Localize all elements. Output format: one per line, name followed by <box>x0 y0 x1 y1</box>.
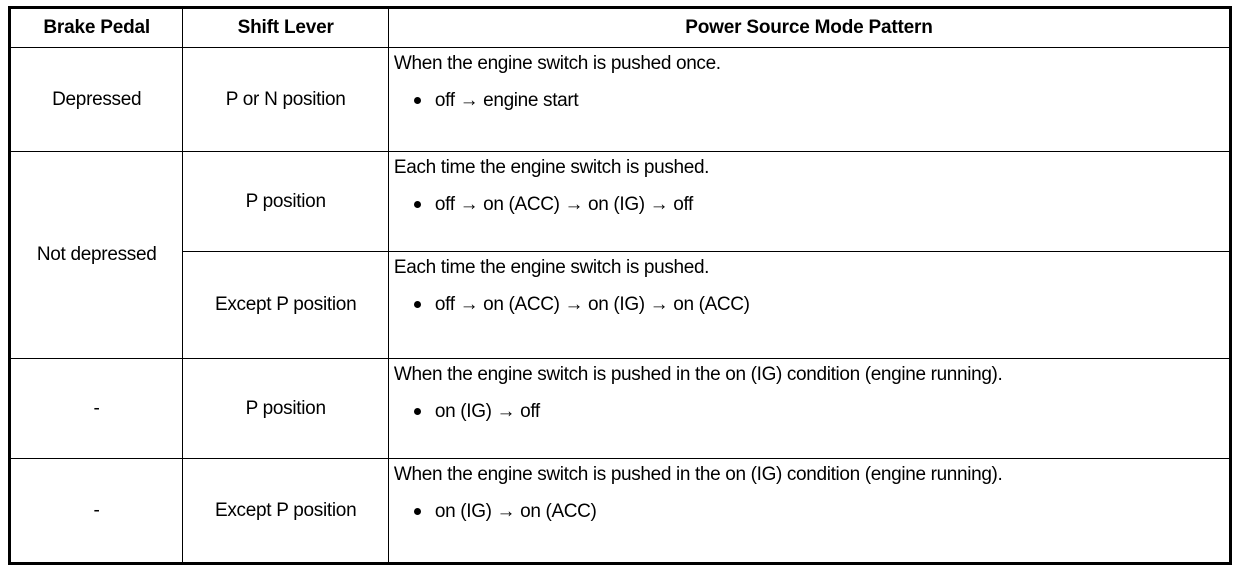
pattern-bullet-row-5: on (IG) → on (ACC) <box>394 501 1229 522</box>
cell-shift-lever-except-p-position-2: Except P position <box>182 458 389 564</box>
cell-brake-pedal-not-depressed: Not depressed <box>8 151 184 359</box>
pattern-description-3: Each time the engine switch is pushed. <box>393 257 710 278</box>
column-header-shift-lever: Shift Lever <box>182 7 389 48</box>
pattern-bullet-text-1: off → engine start <box>434 90 579 112</box>
pattern-bullet-text-3: off → on (ACC) → on (IG) → on (ACC) <box>434 294 750 316</box>
power-source-mode-table-container: Brake Pedal Shift Lever Power Source Mod… <box>8 6 1232 565</box>
column-header-power-source-mode-pattern: Power Source Mode Pattern <box>387 7 1232 48</box>
cell-shift-lever-p-position: P position <box>182 151 389 252</box>
pattern-bullet-row-4: on (IG) → off <box>394 401 1229 422</box>
pattern-description-2: Each time the engine switch is pushed. <box>393 157 710 178</box>
cell-pattern-1: When the engine switch is pushed once. o… <box>387 47 1232 152</box>
pattern-bullet-row-3: off → on (ACC) → on (IG) → on (ACC) <box>394 294 1229 315</box>
table-body: Depressed P or N position When the engin… <box>8 47 1232 564</box>
cell-shift-lever-p-or-n: P or N position <box>182 47 389 152</box>
bullet-icon <box>413 97 421 105</box>
cell-pattern-3: Each time the engine switch is pushed. o… <box>387 251 1232 359</box>
power-source-mode-table: Brake Pedal Shift Lever Power Source Mod… <box>8 6 1232 565</box>
cell-pattern-2: Each time the engine switch is pushed. o… <box>387 151 1232 252</box>
pattern-bullet-row-1: off → engine start <box>394 90 1229 111</box>
table-header-row: Brake Pedal Shift Lever Power Source Mod… <box>8 7 1232 48</box>
pattern-description-1: When the engine switch is pushed once. <box>393 53 721 74</box>
bullet-icon <box>413 301 421 309</box>
table-row: Depressed P or N position When the engin… <box>8 47 1232 152</box>
pattern-description-4: When the engine switch is pushed in the … <box>393 364 1003 385</box>
table-row: Not depressed P position Each time the e… <box>8 151 1232 359</box>
cell-brake-pedal-depressed: Depressed <box>8 47 184 152</box>
bullet-icon <box>413 408 421 416</box>
pattern-bullet-text-4: on (IG) → off <box>434 401 540 423</box>
cell-brake-pedal-dash-1: - <box>8 358 184 459</box>
table-row: Except P position Each time the engine s… <box>10 251 1232 359</box>
cell-brake-pedal-dash-2: - <box>8 458 184 564</box>
cell-shift-lever-p-position-2: P position <box>182 358 389 459</box>
pattern-description-5: When the engine switch is pushed in the … <box>393 464 1003 485</box>
cell-pattern-5: When the engine switch is pushed in the … <box>387 458 1232 564</box>
table-row: - Except P position When the engine swit… <box>8 458 1232 564</box>
bullet-icon <box>413 201 421 209</box>
table-header: Brake Pedal Shift Lever Power Source Mod… <box>8 7 1232 48</box>
pattern-bullet-text-2: off → on (ACC) → on (IG) → off <box>434 194 693 216</box>
pattern-bullet-text-5: on (IG) → on (ACC) <box>434 501 597 523</box>
bullet-icon <box>413 508 421 516</box>
cell-shift-lever-except-p-position: Except P position <box>182 251 389 359</box>
cell-pattern-4: When the engine switch is pushed in the … <box>387 358 1232 459</box>
table-row: - P position When the engine switch is p… <box>8 358 1232 459</box>
pattern-bullet-row-2: off → on (ACC) → on (IG) → off <box>394 194 1229 215</box>
column-header-brake-pedal: Brake Pedal <box>8 7 184 48</box>
